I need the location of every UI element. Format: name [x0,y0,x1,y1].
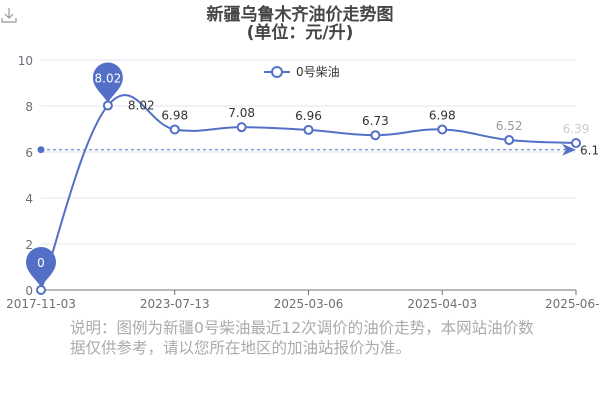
data-label: 6.52 [496,119,523,133]
y-tick-label: 2 [25,238,33,252]
data-point [571,138,581,149]
x-tick-label: 2017-11-03 [6,297,76,311]
y-tick-label: 10 [18,54,33,68]
mark-point-pin [92,62,123,103]
data-label: 7.08 [228,106,255,120]
x-tick-label: 2025-06-0 [545,297,600,311]
chart-note: 说明：图例为新疆0号柴油最近12次调价的油价走势，本网站油价数据仅供参考，请以您… [70,319,534,357]
y-tick-label: 8 [25,100,33,114]
data-label: 6.39 [563,122,590,136]
data-label: 8.02 [128,99,155,113]
y-tick-label: 6 [25,146,33,160]
data-point [370,130,381,141]
data-point [236,122,247,133]
data-label: 6.98 [429,108,456,122]
data-point [102,100,113,111]
legend-label: 0号柴油 [296,65,340,79]
mark-point-label: 0 [37,256,45,270]
data-point [169,124,180,135]
data-label: 6.98 [161,108,188,122]
data-label: 6.96 [295,109,322,123]
average-line-arrow [562,143,576,156]
y-tick-label: 0 [25,284,33,298]
chart-subtitle: (单位：元/升) [246,23,354,43]
mark-point-label: 8.02 [95,72,122,86]
y-tick-label: 4 [25,192,33,206]
average-line-label: 6.1 [580,144,599,158]
data-point [437,124,448,135]
x-tick-label: 2025-04-03 [407,297,477,311]
average-line-start [37,146,45,154]
x-tick-label: 2025-03-06 [274,297,344,311]
x-tick-label: 2023-07-13 [140,297,210,311]
chart-title: 新疆乌鲁木齐油价走势图 [206,5,394,25]
legend-marker [271,66,283,78]
data-point [504,135,515,146]
data-point [36,285,46,295]
mark-point-pin [26,247,56,287]
data-label: 6.73 [362,114,389,128]
data-point [303,124,314,135]
download-icon[interactable] [0,6,18,24]
